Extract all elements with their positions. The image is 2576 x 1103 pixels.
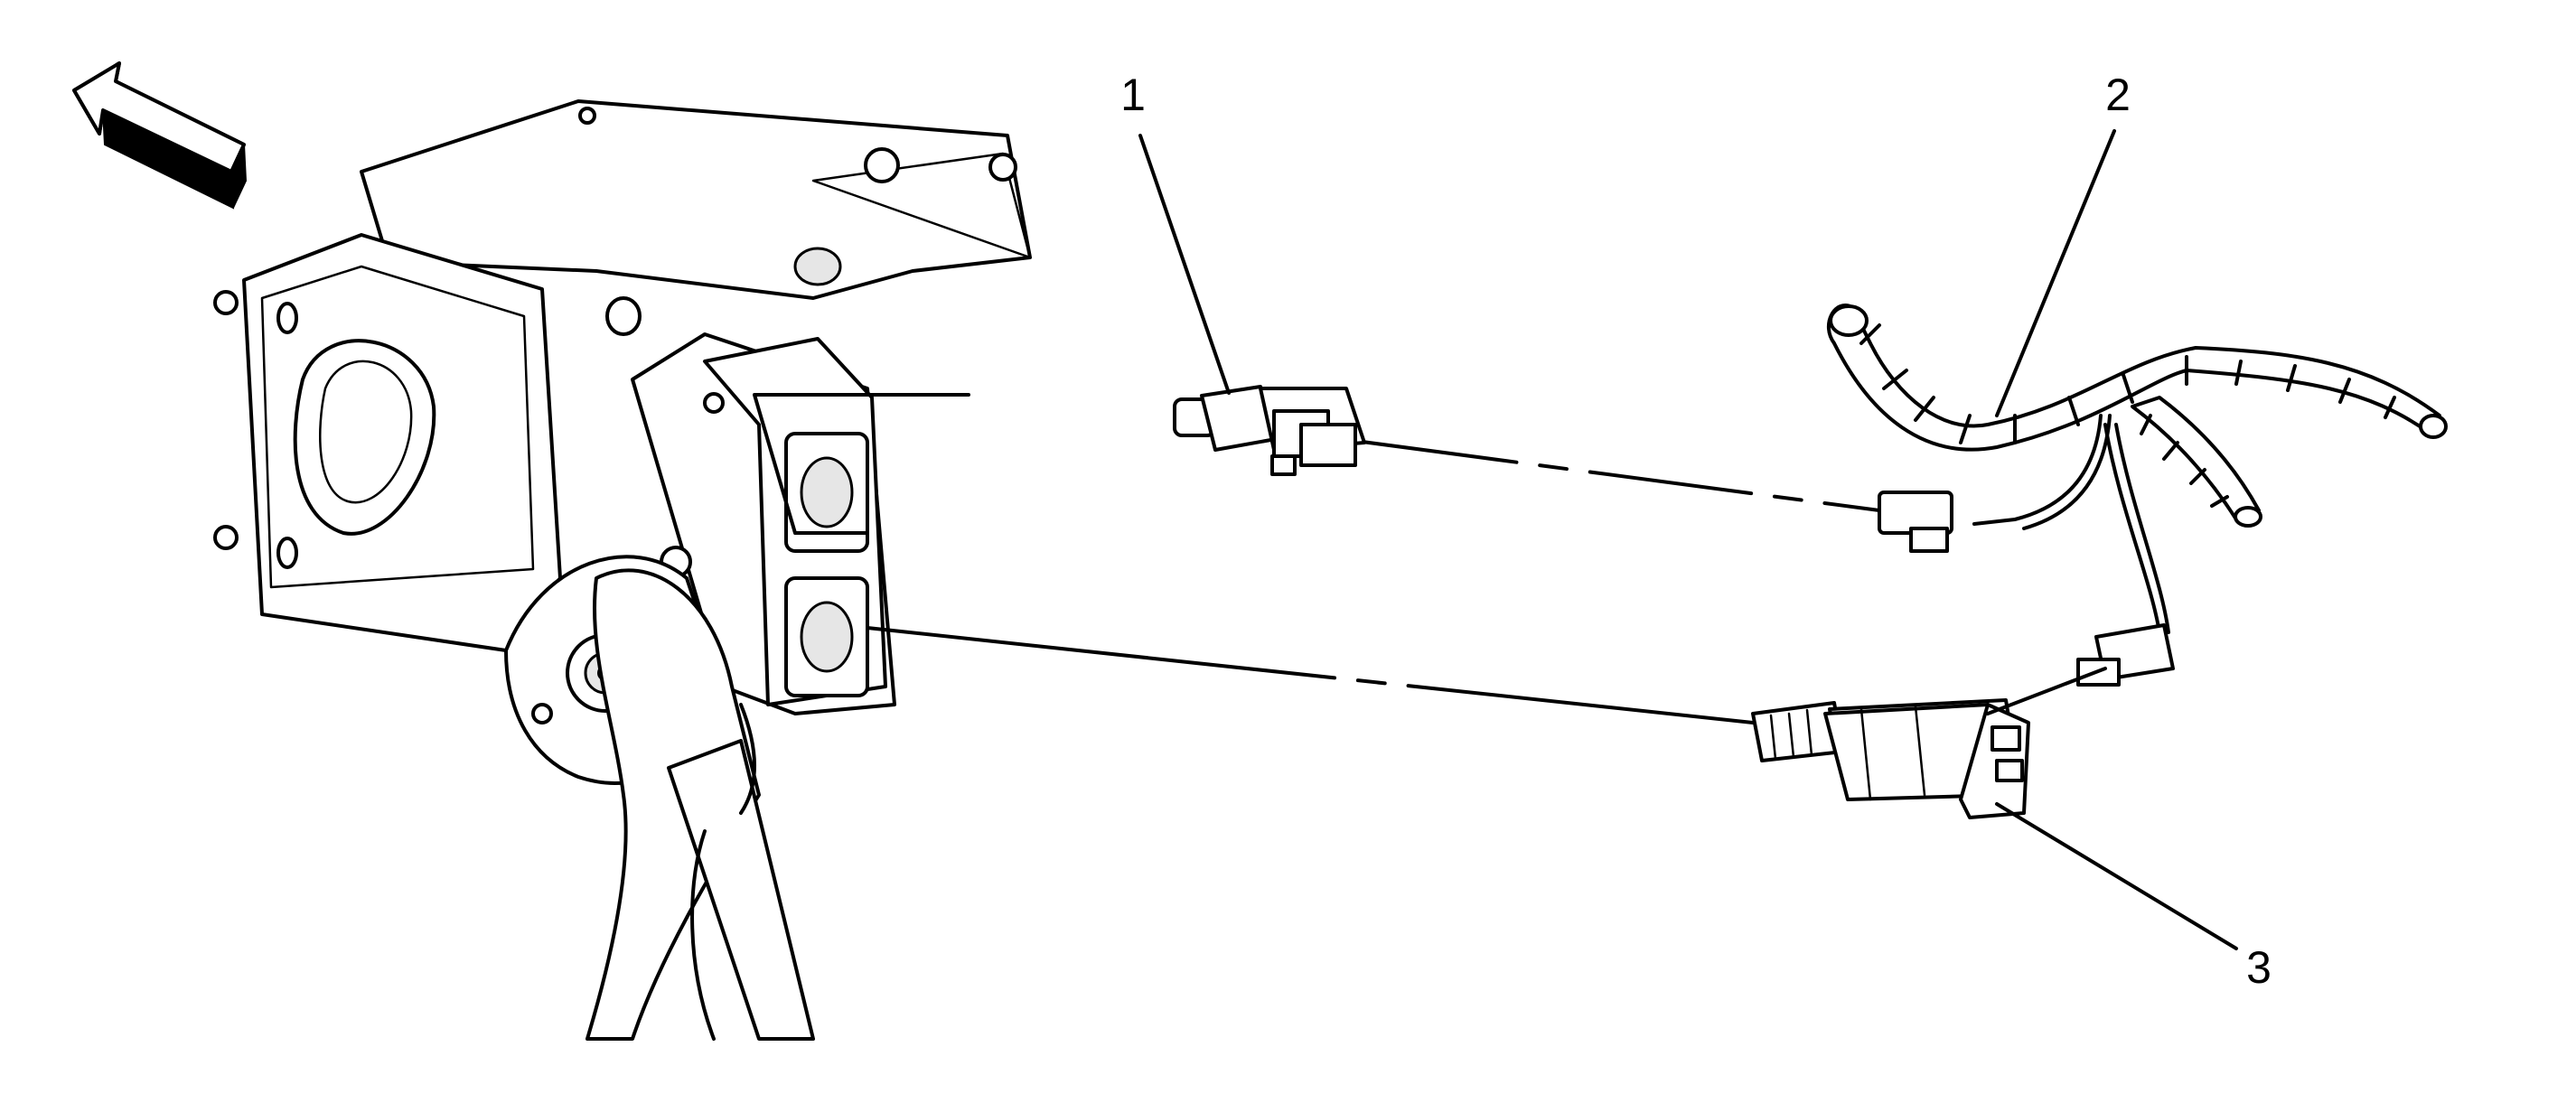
callout-3: 3 bbox=[2246, 942, 2272, 993]
callout-leader-2 bbox=[1995, 129, 2116, 417]
callout-leaders bbox=[1138, 129, 2238, 950]
assembly-leader-lines bbox=[753, 393, 1881, 724]
callout-leader-1 bbox=[1138, 134, 1231, 395]
callout-1: 1 bbox=[1120, 70, 1146, 120]
callout-2: 2 bbox=[2105, 70, 2131, 120]
direction-arrow-icon bbox=[72, 61, 248, 210]
wiring-harness bbox=[1827, 304, 2448, 715]
pedal-bracket-assembly bbox=[213, 99, 1032, 1041]
callout-leader-3 bbox=[1995, 802, 2238, 950]
upper-pedal-switch bbox=[1173, 385, 1366, 476]
lower-pedal-switch bbox=[1751, 698, 2030, 819]
